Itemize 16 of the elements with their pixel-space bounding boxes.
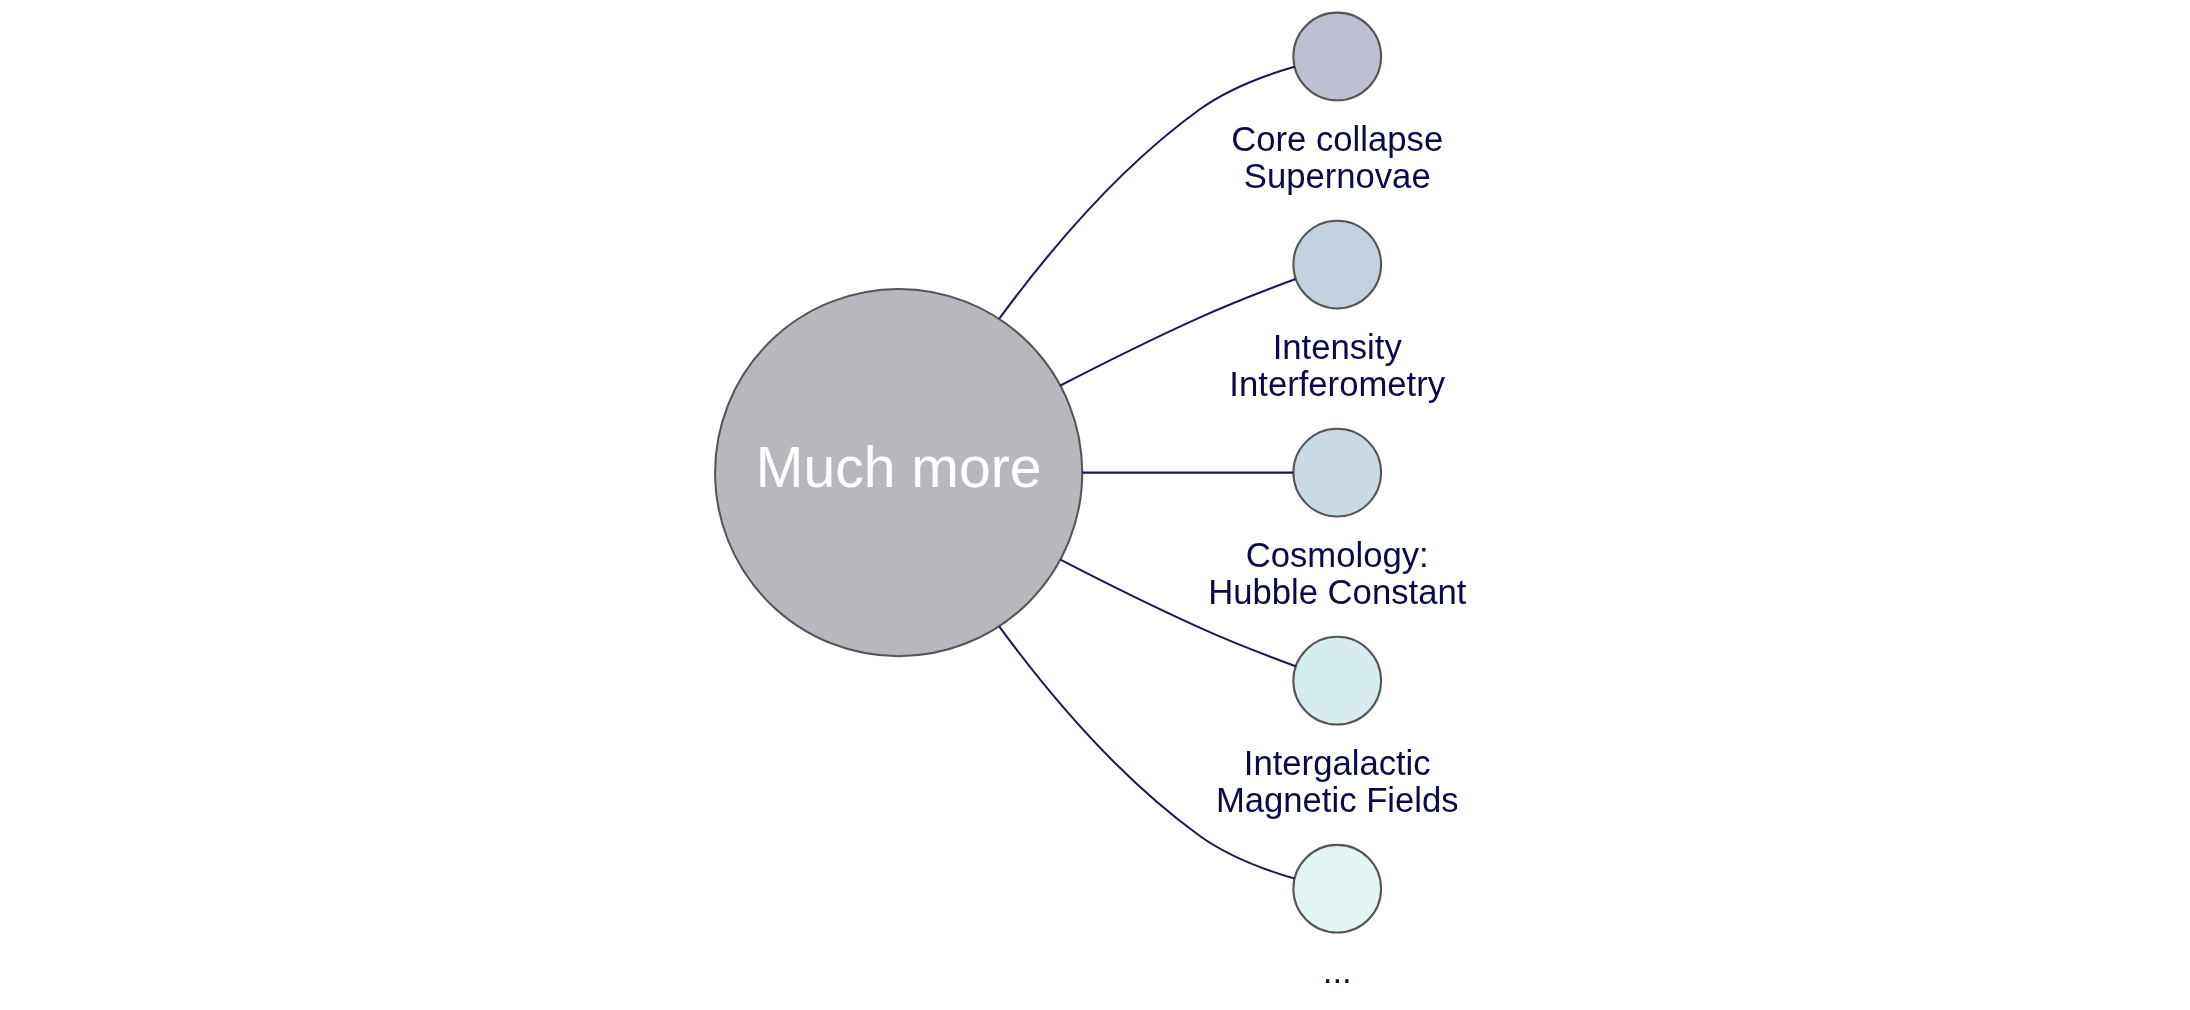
connector bbox=[1059, 558, 1297, 668]
node-label: Intensity Interferometry bbox=[1229, 327, 1446, 404]
node-circle: Much more bbox=[714, 288, 1084, 658]
connector bbox=[1082, 471, 1294, 474]
node-circle bbox=[1292, 219, 1383, 310]
node-circle bbox=[1292, 427, 1383, 518]
node-circle bbox=[1292, 635, 1383, 726]
node-label: Cosmology: Hubble Constant bbox=[1208, 535, 1467, 612]
node-circle bbox=[1292, 11, 1383, 102]
connector bbox=[1059, 278, 1297, 387]
node-label: Core collapse Supernovae bbox=[1231, 119, 1444, 196]
node-label: Intergalactic Magnetic Fields bbox=[1215, 743, 1459, 820]
node-label: ... bbox=[1322, 952, 1352, 991]
connector bbox=[998, 626, 1295, 880]
connector bbox=[998, 65, 1295, 320]
node-circle bbox=[1292, 843, 1383, 934]
